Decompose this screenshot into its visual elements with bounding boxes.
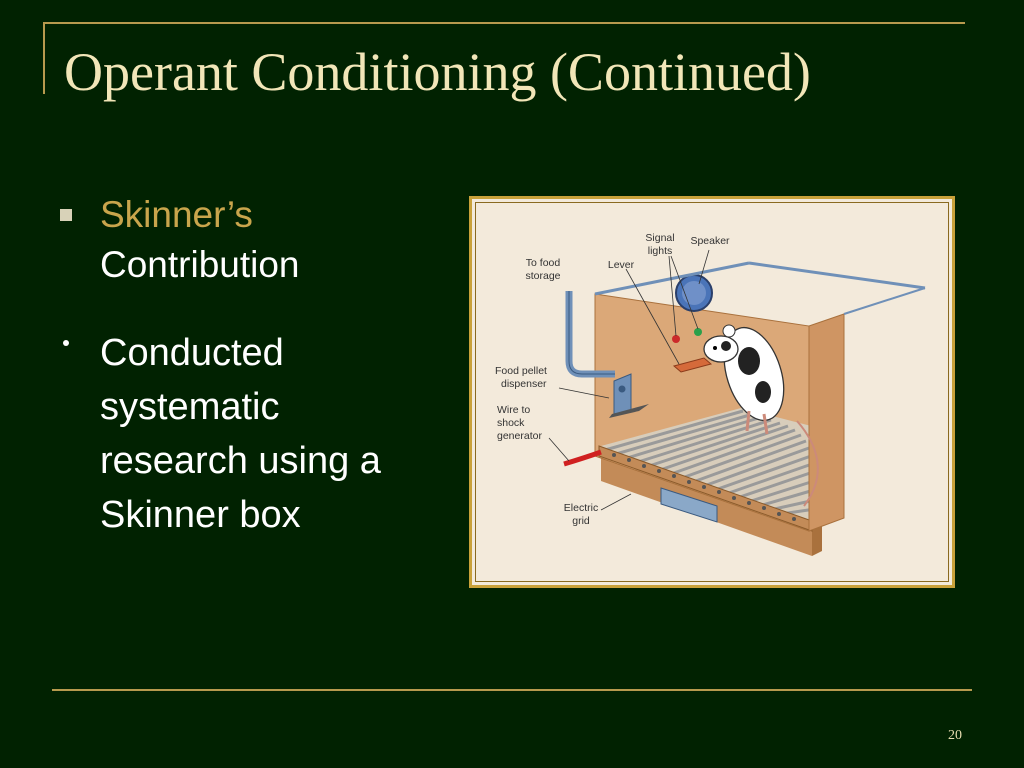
skinner-box-figure: To food storage Lever Signal lights Spea… (469, 196, 955, 588)
top-rail (843, 287, 926, 315)
label-grid: grid (572, 515, 590, 527)
drawer-handle (660, 487, 718, 523)
dispenser-screw (618, 385, 626, 393)
label-electric: Electric (564, 502, 598, 514)
bullet-text-line: systematic (100, 386, 280, 428)
skinner-box-diagram: To food storage Lever Signal lights Spea… (495, 232, 926, 556)
bullet-conducted-research: Conducted systematic research using a Sk… (60, 326, 450, 542)
speaker-cone (682, 281, 706, 305)
label-dispenser: dispenser (501, 378, 547, 390)
food-pipe-outline (568, 291, 615, 375)
label-signal: Signal (645, 232, 674, 244)
label-food-pellet: Food pellet (495, 365, 547, 377)
label-leader-lines (548, 249, 710, 511)
green-signal-light-icon (694, 328, 702, 336)
label-lights: lights (648, 245, 673, 257)
bullet-text-line: Skinner box (100, 494, 301, 536)
label-generator: generator (497, 430, 542, 442)
box-right-wall (808, 313, 845, 532)
bullet-skinners-contribution: Skinner’s Contribution (60, 190, 450, 290)
label-storage: storage (525, 270, 560, 282)
red-signal-light-icon (672, 335, 680, 343)
label-lever: Lever (608, 259, 635, 271)
top-rule (43, 22, 965, 24)
bullet-list: Skinner’s Contribution Conducted systema… (60, 190, 450, 542)
label-wire-to: Wire to (497, 404, 530, 416)
box-base-side (812, 524, 822, 556)
page-number: 20 (948, 728, 962, 743)
bullet-text-line: research using a (100, 440, 381, 482)
bottom-rule (52, 689, 972, 691)
label-to-food: To food (526, 257, 561, 269)
label-speaker: Speaker (690, 235, 730, 247)
lever-icon (672, 357, 713, 373)
left-rule (43, 22, 45, 94)
bullet-heading: Skinner’s (100, 194, 253, 235)
slide-title: Operant Conditioning (Continued) (64, 42, 811, 102)
rat-icon (703, 324, 819, 507)
dot-bullet-icon (63, 340, 69, 346)
top-rail (748, 261, 926, 290)
square-bullet-icon (60, 209, 72, 221)
bullet-heading-cont: Contribution (100, 244, 300, 285)
rail-bolts (612, 453, 796, 521)
bullet-text-line: Conducted (100, 332, 284, 374)
top-rail (594, 261, 750, 296)
label-shock: shock (497, 417, 525, 429)
shock-wire-icon (563, 449, 602, 467)
dispenser-tray (609, 404, 649, 418)
